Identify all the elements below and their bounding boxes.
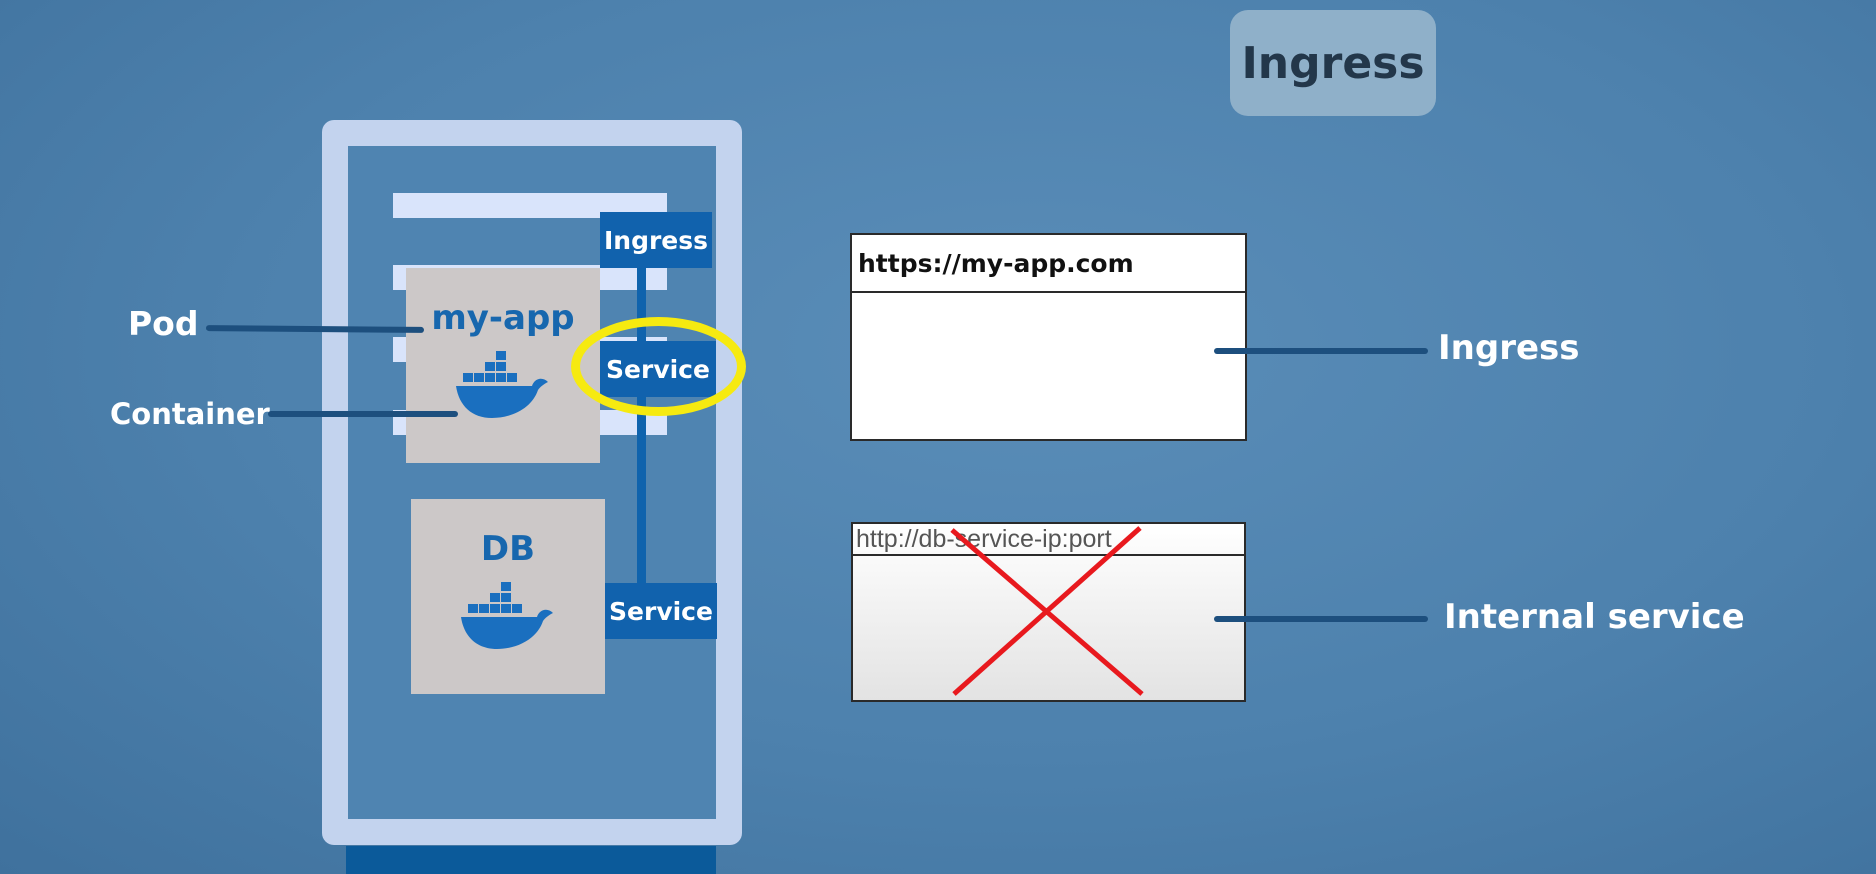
cross-mark-icon (950, 526, 1144, 696)
internal-url-bar: http://db-service-ip:port (853, 524, 1244, 556)
connector-line (637, 262, 646, 587)
container-callout: Container (110, 397, 270, 431)
service-tag-db: Service (605, 583, 717, 639)
db-pod-label: DB (480, 529, 536, 569)
highlight-ring (571, 317, 746, 416)
public-url-bar: https://my-app.com (852, 235, 1245, 293)
app-pod: my-app (406, 268, 600, 463)
ingress-pointer (1214, 348, 1428, 354)
server-base (346, 846, 716, 874)
docker-whale-icon (461, 582, 553, 649)
pod-pointer (205, 325, 425, 333)
ingress-callout: Ingress (1438, 328, 1580, 368)
container-pointer (268, 411, 458, 417)
page-title: Ingress (1230, 10, 1436, 116)
internal-service-callout: Internal service (1444, 597, 1745, 637)
internal-pointer (1214, 616, 1428, 622)
db-pod: DB (411, 499, 605, 694)
public-browser-window: https://my-app.com (850, 233, 1247, 441)
app-pod-label: my-app (431, 298, 575, 338)
pod-callout: Pod (128, 304, 199, 343)
docker-whale-icon (456, 351, 548, 418)
ingress-tag: Ingress (600, 212, 712, 268)
